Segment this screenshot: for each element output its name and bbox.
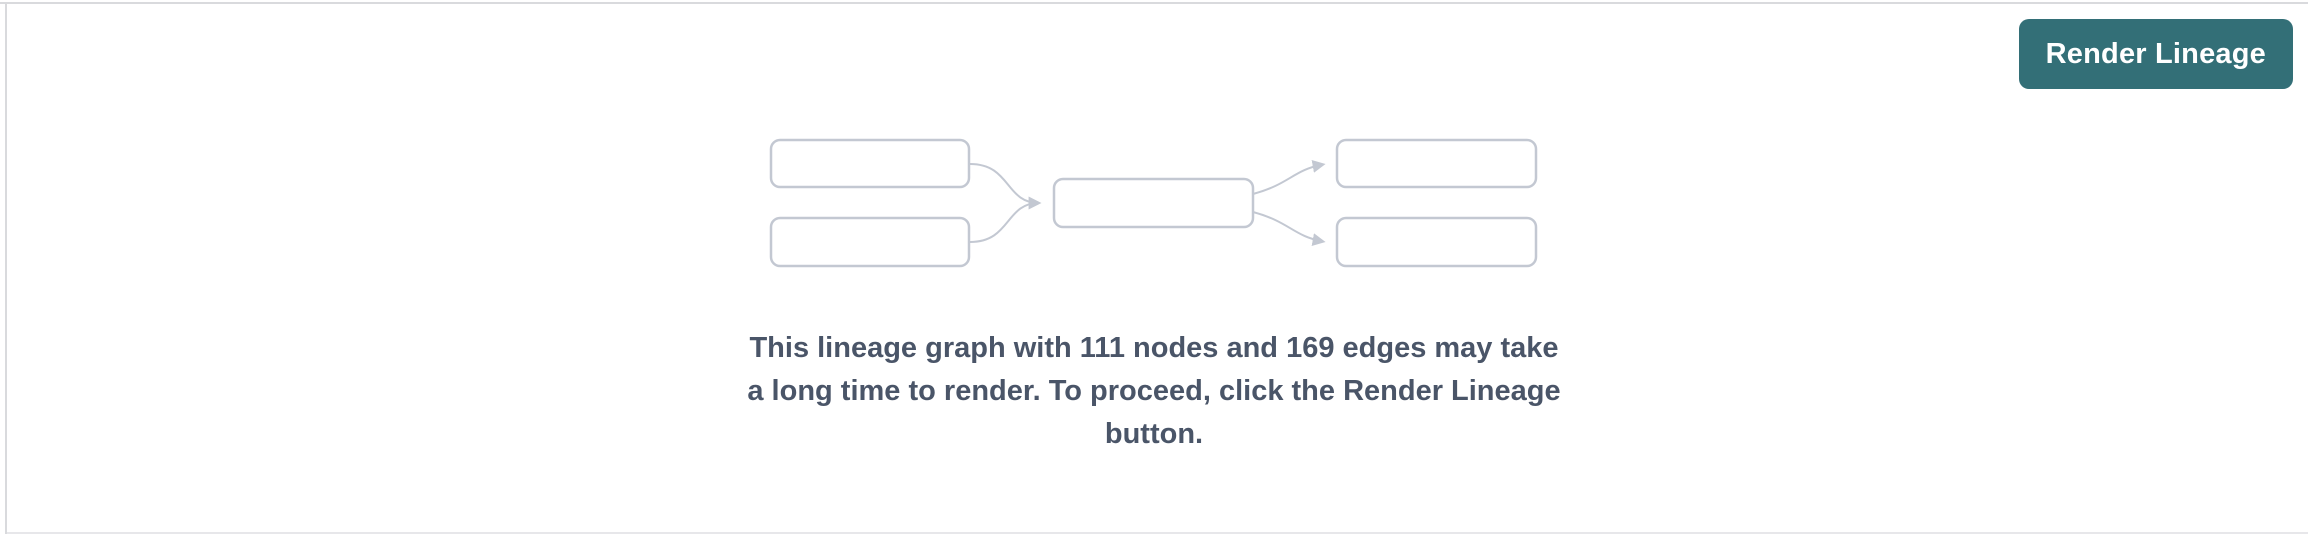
lineage-graph-placeholder-illustration <box>769 138 1538 268</box>
placeholder-node-upstream-top <box>769 138 971 189</box>
placeholder-node-downstream-top <box>1335 138 1538 189</box>
panel-left-border <box>5 3 7 534</box>
panel-top-border <box>0 2 2308 4</box>
message-line-2: a long time to render. To proceed, click… <box>747 375 1561 407</box>
message-line-1: This lineage graph with 111 nodes and 16… <box>749 332 1559 364</box>
placeholder-node-downstream-bottom <box>1335 216 1538 268</box>
message-line-3: button. <box>1104 418 1204 450</box>
placeholder-node-upstream-bottom <box>769 216 971 268</box>
edge-upstream-bottom <box>969 202 1040 243</box>
edge-upstream-top <box>969 163 1042 210</box>
placeholder-node-center <box>1052 177 1255 229</box>
edge-downstream-bottom <box>1252 211 1326 247</box>
lineage-warning-message: This lineage graph with 111 nodes and 16… <box>704 327 1604 456</box>
panel-bottom-border <box>7 532 2308 534</box>
render-lineage-button[interactable]: Render Lineage <box>2018 19 2293 89</box>
edge-downstream-top <box>1252 159 1326 195</box>
